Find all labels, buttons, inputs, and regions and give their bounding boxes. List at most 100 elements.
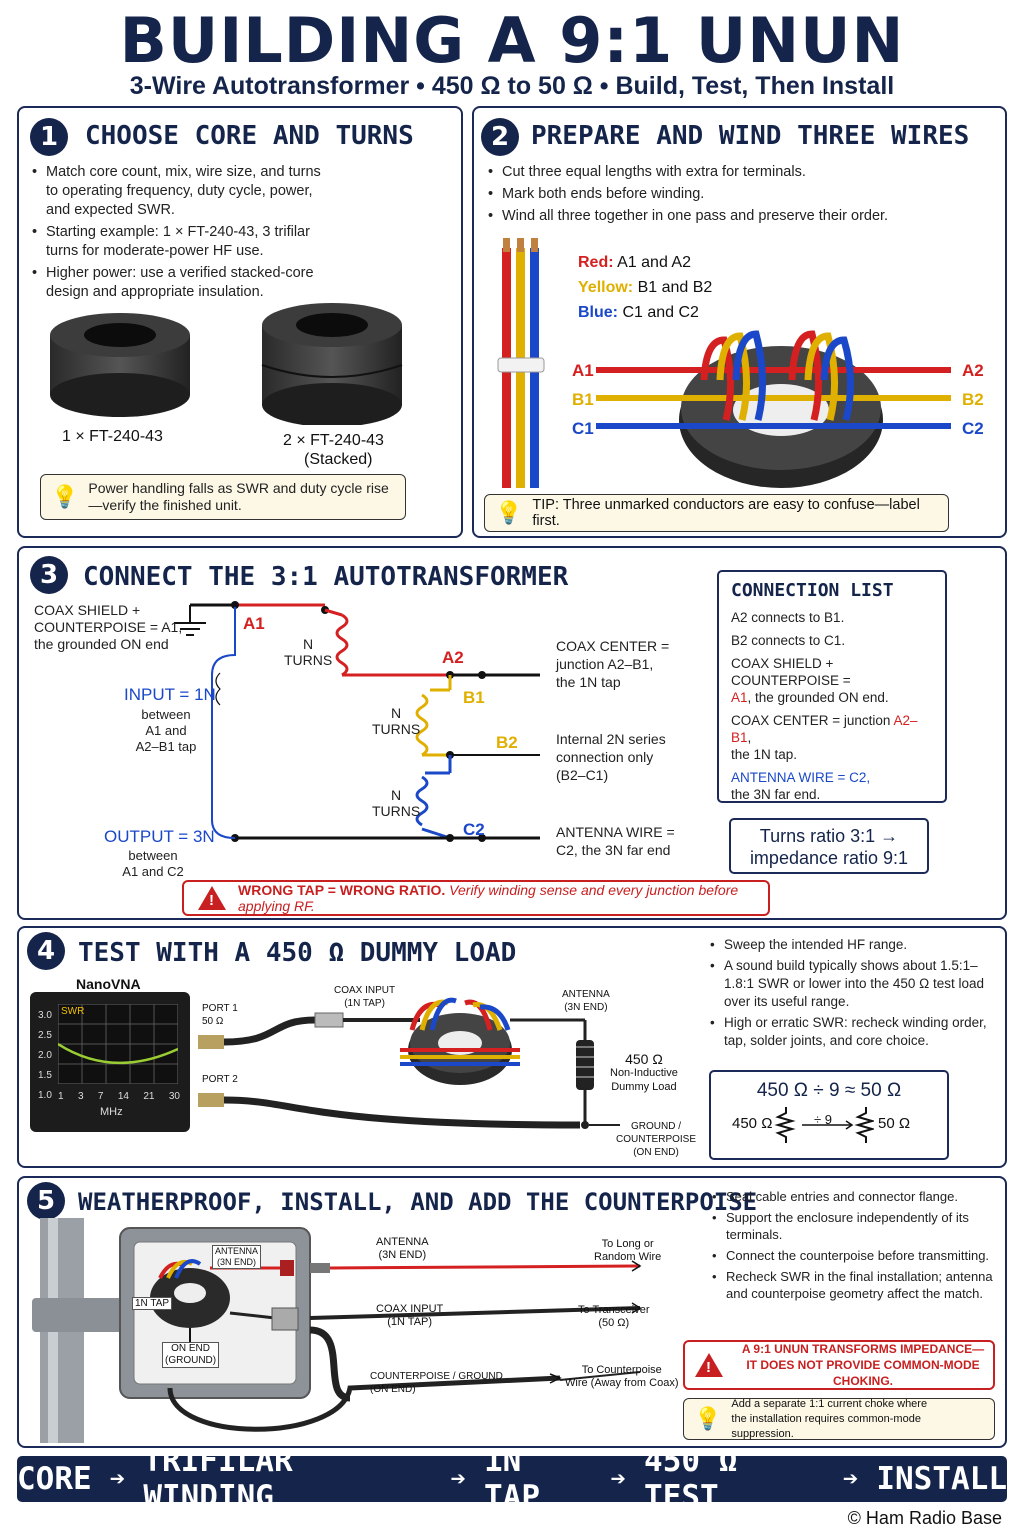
footer-step: INSTALL (876, 1461, 1007, 1497)
wire-right-labels: A2 B2 C2 (962, 361, 984, 438)
legend-red: Red: A1 and A2 (578, 254, 691, 271)
step1-bullet: Match core count, mix, wire size, and tu… (30, 163, 330, 220)
swr-plot (58, 1004, 178, 1084)
warning-icon: ! (695, 1353, 723, 1377)
step4-bullet: A sound build typically shows about 1.5:… (708, 957, 998, 1011)
formula-left: 450 Ω (732, 1115, 773, 1132)
antenna-wire-label: ANTENNA WIRE =C2, the 3N far end (556, 824, 675, 858)
legend-yellow: Yellow: B1 and B2 (578, 279, 713, 296)
ferrite-cores-illustration (50, 303, 403, 425)
enclosure-illustration (32, 1218, 642, 1443)
step3-number: 3 (30, 556, 68, 594)
box-tap-label: 1N TAP (132, 1297, 173, 1310)
antenna-end-label: ANTENNA(3N END) (562, 989, 610, 1013)
copyright: © Ham Radio Base (847, 1508, 1002, 1528)
footer-step: 450 Ω TEST (644, 1443, 738, 1515)
input-label: INPUT = 1N (124, 685, 216, 704)
wire-color-legend: Red: A1 and A2 Yellow: B1 and B2 Blue: C… (578, 250, 712, 325)
step3-warning: ! WRONG TAP = WRONG RATIO. Verify windin… (182, 880, 770, 916)
connection-item: ANTENNA WIRE = C2,the 3N far end. (731, 770, 871, 802)
port2-label: PORT 2 (202, 1074, 238, 1085)
ratio-box: Turns ratio 3:1 →impedance ratio 9:1 (729, 818, 929, 874)
step1-bullets: Match core count, mix, wire size, and tu… (30, 163, 330, 305)
step2-bullets: Cut three equal lengths with extra for t… (486, 163, 986, 229)
core1-label: 1 × FT-240-43 (62, 428, 163, 445)
step1-number: 1 (30, 118, 68, 156)
page-title: BUILDING A 9:1 UNUN (119, 4, 905, 77)
formula-text: 450 Ω ÷ 9 ≈ 50 Ω (756, 1080, 902, 1101)
ground-icon (174, 605, 206, 636)
step2-bullet: Wind all three together in one pass and … (486, 207, 986, 226)
step1-bullet: Higher power: use a verified stacked-cor… (30, 264, 330, 302)
page-subtitle: 3-Wire Autotransformer • 450 Ω to 50 Ω •… (129, 72, 895, 100)
process-footer: CORE ➔ TRIFILAR WINDING ➔ 1N TAP ➔ 450 Ω… (17, 1443, 1007, 1515)
stacked-core-icon (261, 303, 403, 425)
swr-x-unit: MHz (100, 1106, 123, 1118)
footer-step: TRIFILAR WINDING (143, 1443, 293, 1515)
shield-label: COAX SHIELD +COUNTERPOISE = A1,the groun… (34, 602, 183, 652)
step2-bullet: Mark both ends before winding. (486, 185, 986, 204)
step4-number: 4 (27, 932, 65, 970)
node-b2: B2 (496, 733, 518, 752)
step4-bullet: Sweep the intended HF range. (708, 936, 998, 954)
autotransformer-schematic (174, 601, 540, 842)
step1-title: CHOOSE CORE AND TURNS (85, 121, 414, 151)
formula-box: 450 Ω ÷ 9 ≈ 50 Ω (709, 1070, 949, 1160)
arrow-right-icon: ➔ (450, 1464, 466, 1494)
step5-tip: 💡 Add a separate 1:1 current choke where… (683, 1398, 995, 1440)
formula-resistors (774, 1107, 874, 1143)
antenna-label: ANTENNA(3N END) (376, 1236, 429, 1261)
step1-tip: 💡 Power handling falls as SWR and duty c… (40, 474, 406, 520)
arrow-right-icon: ➔ (610, 1464, 627, 1494)
connection-list-title: CONNECTION LIST (731, 580, 894, 601)
step5-number: 5 (27, 1182, 65, 1220)
connection-item: COAX SHIELD + COUNTERPOISE =A1, the grou… (731, 656, 889, 705)
connection-item: B2 connects to C1. (731, 633, 846, 648)
step3-panel (17, 546, 1007, 920)
connection-list-box: CONNECTION LIST A2 connects to B1. B2 co… (717, 570, 947, 803)
step2-title: PREPARE AND WIND THREE WIRES (531, 121, 970, 151)
wire-left-labels: A1 B1 C1 (572, 361, 594, 438)
nanovna-label: NanoVNA (76, 976, 141, 992)
node-c2: C2 (463, 820, 485, 839)
node-b1: B1 (463, 688, 485, 707)
step2-bullet: Cut three equal lengths with extra for t… (486, 163, 986, 182)
core2-label: 2 × FT-240-43 (283, 432, 384, 449)
footer-step: 1N TAP (484, 1443, 540, 1515)
step5-bullet: Recheck SWR in the final installation; a… (710, 1268, 1000, 1302)
step1-tip-text: Power handling falls as SWR and duty cyc… (88, 480, 389, 513)
node-a1: A1 (243, 614, 265, 633)
step4-bullets: Sweep the intended HF range. A sound bui… (708, 936, 998, 1053)
step1-bullet: Starting example: 1 × FT-240-43, 3 trifi… (30, 223, 330, 261)
trifilar-toroid (596, 330, 951, 488)
step3-title: CONNECT THE 3:1 AUTOTRANSFORMER (83, 562, 569, 592)
box-on-label: ON END(GROUND) (162, 1342, 220, 1368)
warning-icon: ! (198, 886, 226, 910)
counterpoise-label: COUNTERPOISE / GROUND(ON END) (370, 1371, 503, 1395)
swr-screen-label: SWR (61, 1006, 85, 1017)
node-a2: A2 (442, 648, 464, 667)
formula-mid: ÷ 9 (814, 1112, 832, 1127)
connection-item: COAX CENTER = junction A2–B1,the 1N tap. (731, 713, 918, 762)
step2-number: 2 (481, 118, 519, 156)
lightbulb-icon: 💡 (495, 500, 523, 525)
step5-warning: ! A 9:1 UNUN TRANSFORMS IMPEDANCE—IT DOE… (683, 1340, 995, 1390)
coax-input-label: COAX INPUT(1N TAP) (334, 985, 396, 1009)
step5-title: WEATHERPROOF, INSTALL, AND ADD THE COUNT… (78, 1188, 758, 1216)
formula-right: 50 Ω (878, 1115, 911, 1132)
box-antenna-label: ANTENNA(3N END) (212, 1245, 262, 1269)
step4-bullet: High or erratic SWR: recheck winding ord… (708, 1014, 998, 1050)
output-label: OUTPUT = 3N (104, 827, 215, 846)
step5-bullets: Seal cable entries and connector flange.… (710, 1188, 1000, 1305)
core2-sublabel: (Stacked) (304, 451, 373, 468)
coax-center-label: COAX CENTER =junction A2–B1,the 1N tap (556, 638, 670, 690)
